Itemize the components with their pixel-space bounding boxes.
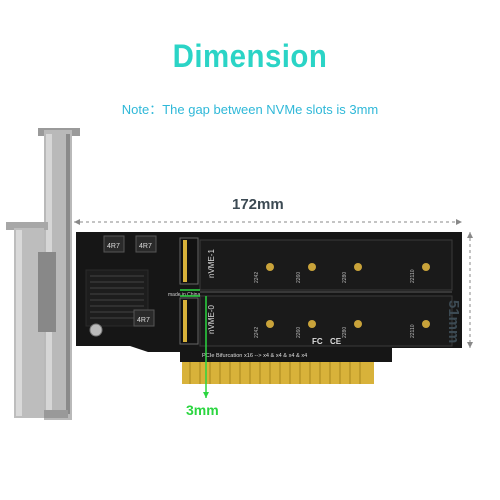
m2-connector-top — [179, 237, 199, 285]
page-title: Dimension — [172, 38, 328, 74]
m2-size-label: 22110 — [410, 324, 416, 338]
nvme-slot-bottom: nVME-0 2242 2260 2280 22110 — [199, 295, 453, 347]
capacitor — [89, 323, 103, 337]
gap-marker — [180, 289, 209, 398]
height-dimension-line — [467, 232, 473, 348]
made-in-label: made in China — [168, 292, 200, 298]
standoff-hole — [266, 263, 274, 271]
inductor-label: 4R7 — [137, 317, 150, 324]
inductor: 4R7 — [103, 235, 125, 253]
height-dimension-label: 51mm — [445, 300, 462, 344]
m2-size-label: 22110 — [410, 269, 416, 283]
standoff-hole — [354, 263, 362, 271]
svg-text:CE: CE — [330, 337, 342, 346]
standoff-hole — [308, 263, 316, 271]
bifurcation-label: PCIe Bifurcation x16 --> x4 & x4 & x4 & … — [202, 353, 307, 359]
inductor: 4R7 — [133, 309, 155, 327]
width-dimension-label: 172mm — [232, 196, 284, 213]
heatsink — [85, 269, 149, 327]
m2-size-label: 2280 — [342, 272, 348, 283]
gap-dimension-label: 3mm — [186, 402, 219, 418]
inductor: 4R7 — [135, 235, 157, 253]
nvme-slot-top: nVME-1 2242 2260 2280 22110 — [199, 239, 453, 293]
svg-text:FC: FC — [312, 337, 323, 346]
m2-connector-bottom — [179, 297, 199, 345]
m2-size-label: 2280 — [342, 327, 348, 338]
m2-size-label: 2242 — [254, 272, 260, 283]
slot-label-bottom: nVME-0 — [207, 305, 216, 334]
slot-label-top: nVME-1 — [207, 249, 216, 278]
note-text: Note：The gap between NVMe slots is 3mm — [121, 102, 379, 117]
inductor-label: 4R7 — [139, 243, 152, 250]
width-dimension-line — [74, 219, 462, 225]
ce-fc-logos: FC CE — [312, 337, 342, 346]
standoff-hole — [422, 320, 430, 328]
standoff-hole — [308, 320, 316, 328]
standoff-hole — [354, 320, 362, 328]
standoff-hole — [266, 320, 274, 328]
m2-size-label: 2260 — [296, 272, 302, 283]
pcie-gold-fingers — [182, 362, 374, 384]
m2-size-label: 2242 — [254, 327, 260, 338]
standoff-hole — [422, 263, 430, 271]
metal-bracket — [6, 128, 80, 420]
m2-size-label: 2260 — [296, 327, 302, 338]
inductor-label: 4R7 — [107, 243, 120, 250]
